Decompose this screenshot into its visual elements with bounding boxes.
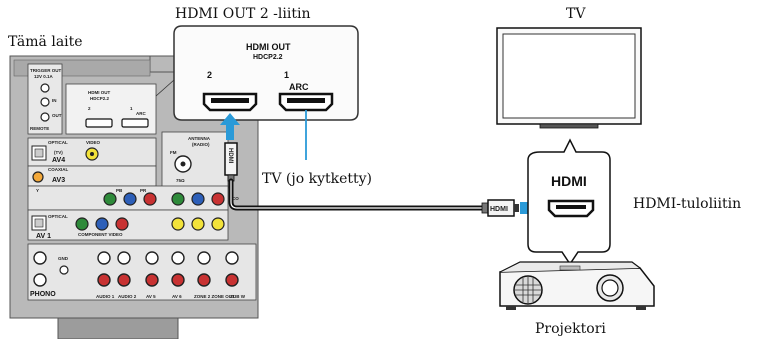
plug-label-vertical: HDMI [227,148,233,164]
av6-label: AV 6 [172,294,182,299]
sub-label: SUB W [230,294,246,299]
av1-label: AV 1 [36,233,51,240]
trigger-volt-label: 12V 0.1A [34,74,54,79]
audio2-label: AUDIO 2 [118,294,137,299]
remote-in-jack [40,97,50,107]
co-label: CO [232,196,239,201]
pr-label: PR [140,188,147,193]
small-port2-label: 2 [88,106,91,111]
small-port1-label: 1 [130,106,133,111]
av5-label: AV 5 [146,294,156,299]
small-hdmi-port-2 [85,118,113,128]
projector-hdmi-title: HDMI [551,173,587,189]
tv-illustration [496,27,642,129]
tv-label: (TV) [54,150,63,155]
projector-hdmi-panel: HDMI [527,138,611,266]
small-hdmi-port-1 [121,118,149,128]
projector-illustration [499,261,655,310]
zone2-label: ZONE 2 ZONE OUT [194,294,235,299]
hdmi-out2-jack-label: HDMI OUT 2 -liitin [175,6,310,22]
small-arc-label: ARC [136,111,146,116]
small-hdmi-out-label: HDMI OUT [88,90,110,95]
antenna-block [161,131,229,189]
pb-label: PB [116,188,123,193]
av3-label: AV3 [52,177,65,184]
insert-arrow-up [220,113,240,140]
remote-label: REMOTE [30,126,49,131]
zoom-port1-label: 1 [284,70,289,80]
zoom-hdcp-subtitle: HDCP2.2 [253,54,283,61]
coaxial-label: COAXIAL [48,167,69,172]
y-label: Y [36,188,39,193]
tv-top-label: TV [566,6,586,22]
video-label: VIDEO [86,140,101,145]
trigger-out-label: TRIGGER OUT [30,68,62,73]
remote-out-label: OUT [52,113,62,118]
av4-label: AV4 [52,157,65,164]
optical2-label: OPTICAL [48,214,68,219]
remote-out-jack [40,112,50,122]
phono-label: PHONO [30,291,56,298]
radio-label: (RADIO) [192,142,210,147]
tv-stand [539,123,599,129]
hdmi-input-jack-label: HDMI-tuloliitin [633,196,741,212]
tv-connected-label: TV (jo kytketty) [262,171,372,187]
hdmi-cable: HDMI HDMI [224,142,519,217]
zoom-hdmi-out-title: HDMI OUT [246,42,291,52]
zoom-arc-label: ARC [289,82,309,92]
component-video-label: COMPONENT VIDEO [78,232,123,237]
optical-label: OPTICAL [48,140,68,145]
plug-label-horizontal: HDMI [490,206,508,213]
gnd-label: GND [58,256,69,261]
trigger-jack [40,83,50,93]
zoom-port2-label: 2 [207,70,212,80]
audio1-label: AUDIO 1 [96,294,115,299]
this-unit-label: Tämä laite [8,34,83,50]
antenna-label: ANTENNA [188,136,211,141]
fm-label: FM [170,150,177,155]
small-hdcp-label: HDCP2.2 [90,96,110,101]
hdmi-out-zoom-panel: HDMI OUT HDCP2.2 2 1 ARC [155,25,359,160]
remote-in-label: IN [52,98,57,103]
projector-label: Projektori [535,321,606,337]
tso-label: 75Ω [176,178,185,183]
